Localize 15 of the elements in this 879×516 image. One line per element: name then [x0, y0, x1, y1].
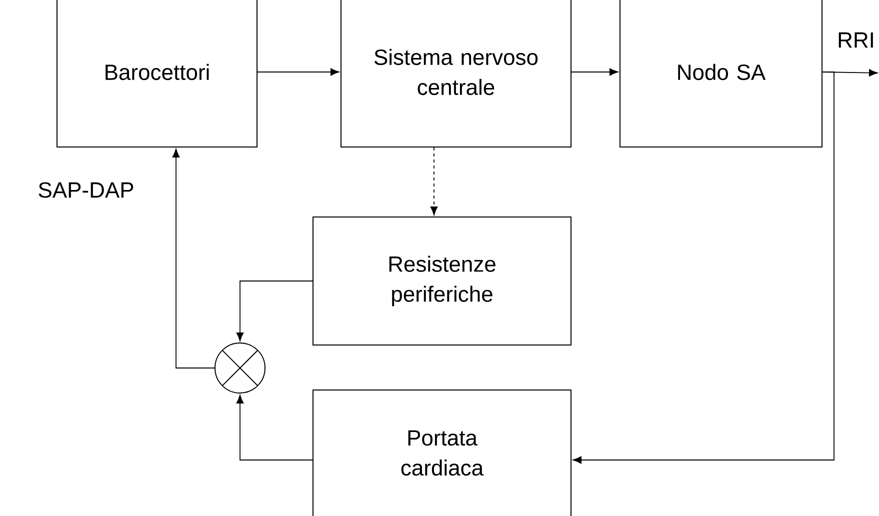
arrow [236, 394, 313, 460]
process-box: Nodo SA [620, 0, 822, 148]
multiplier-circle [214, 342, 266, 394]
arrow [572, 72, 834, 464]
process-box: Barocettori [56, 0, 258, 148]
arrow [172, 148, 215, 368]
arrow [571, 68, 618, 76]
edge-label: SAP-DAP [38, 182, 134, 198]
arrow [257, 68, 340, 76]
process-box: Resistenze periferiche [312, 216, 572, 346]
arrow [430, 147, 438, 216]
process-box: Sistema nervoso centrale [340, 0, 572, 148]
process-box: Portata cardiaca [312, 390, 572, 516]
edge-label: RRI [838, 32, 873, 48]
arrow [236, 280, 313, 342]
